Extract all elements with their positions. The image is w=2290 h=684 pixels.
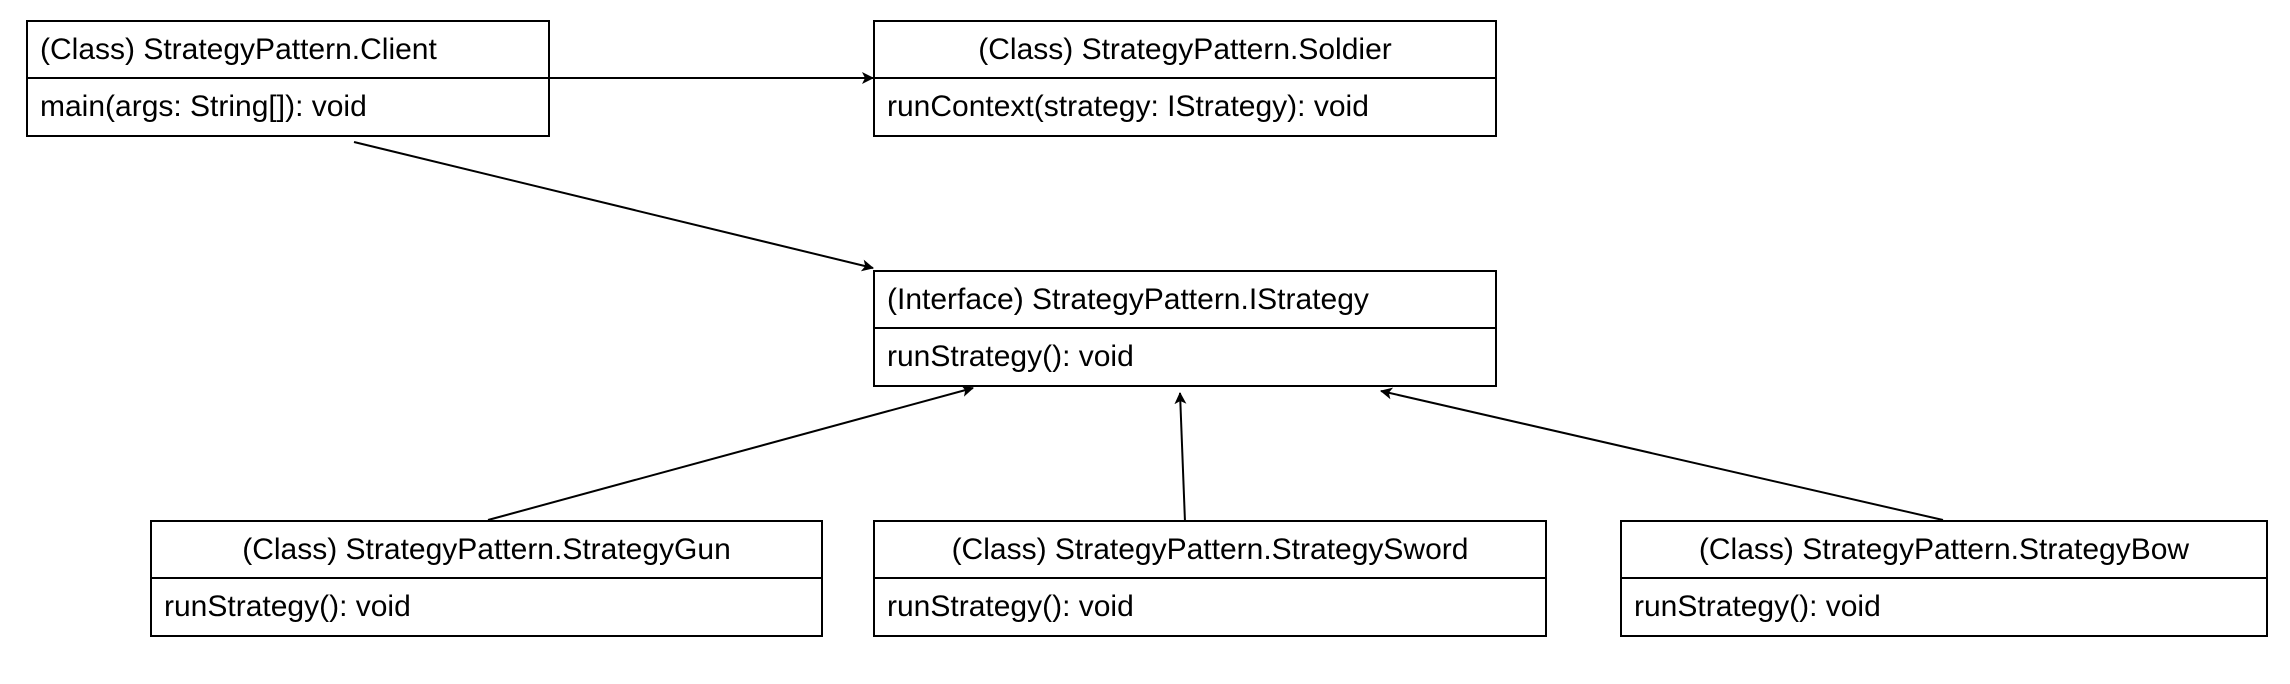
class-member-client: main(args: String[]): void (40, 90, 367, 123)
class-header-soldier: (Class) StrategyPattern.Soldier (875, 22, 1495, 79)
interface-member-istrategy: runStrategy(): void (887, 340, 1134, 373)
class-box-strategy-sword[interactable]: (Class) StrategyPattern.StrategySword ru… (873, 520, 1547, 637)
class-box-soldier[interactable]: (Class) StrategyPattern.Soldier runConte… (873, 20, 1497, 137)
arrow-client-to-istrategy (353, 141, 874, 272)
class-member-soldier: runContext(strategy: IStrategy): void (887, 90, 1369, 123)
class-header-client: (Class) StrategyPattern.Client (28, 22, 548, 79)
interface-box-istrategy[interactable]: (Interface) StrategyPattern.IStrategy ru… (873, 270, 1497, 387)
class-member-strategy-gun: runStrategy(): void (164, 590, 411, 623)
class-member-strategy-sword: runStrategy(): void (887, 590, 1134, 623)
class-header-strategy-gun: (Class) StrategyPattern.StrategyGun (152, 522, 821, 579)
arrow-gun-to-istrategy (487, 385, 974, 521)
class-member-strategy-bow: runStrategy(): void (1634, 590, 1881, 623)
class-box-strategy-gun[interactable]: (Class) StrategyPattern.StrategyGun runS… (150, 520, 823, 637)
arrow-sword-to-istrategy (1174, 392, 1187, 523)
class-box-client[interactable]: (Class) StrategyPattern.Client main(args… (26, 20, 550, 137)
arrow-bow-to-istrategy (1380, 387, 1944, 521)
class-header-strategy-bow: (Class) StrategyPattern.StrategyBow (1622, 522, 2266, 579)
class-box-strategy-bow[interactable]: (Class) StrategyPattern.StrategyBow runS… (1620, 520, 2268, 637)
class-header-strategy-sword: (Class) StrategyPattern.StrategySword (875, 522, 1545, 579)
interface-header-istrategy: (Interface) StrategyPattern.IStrategy (875, 272, 1495, 329)
